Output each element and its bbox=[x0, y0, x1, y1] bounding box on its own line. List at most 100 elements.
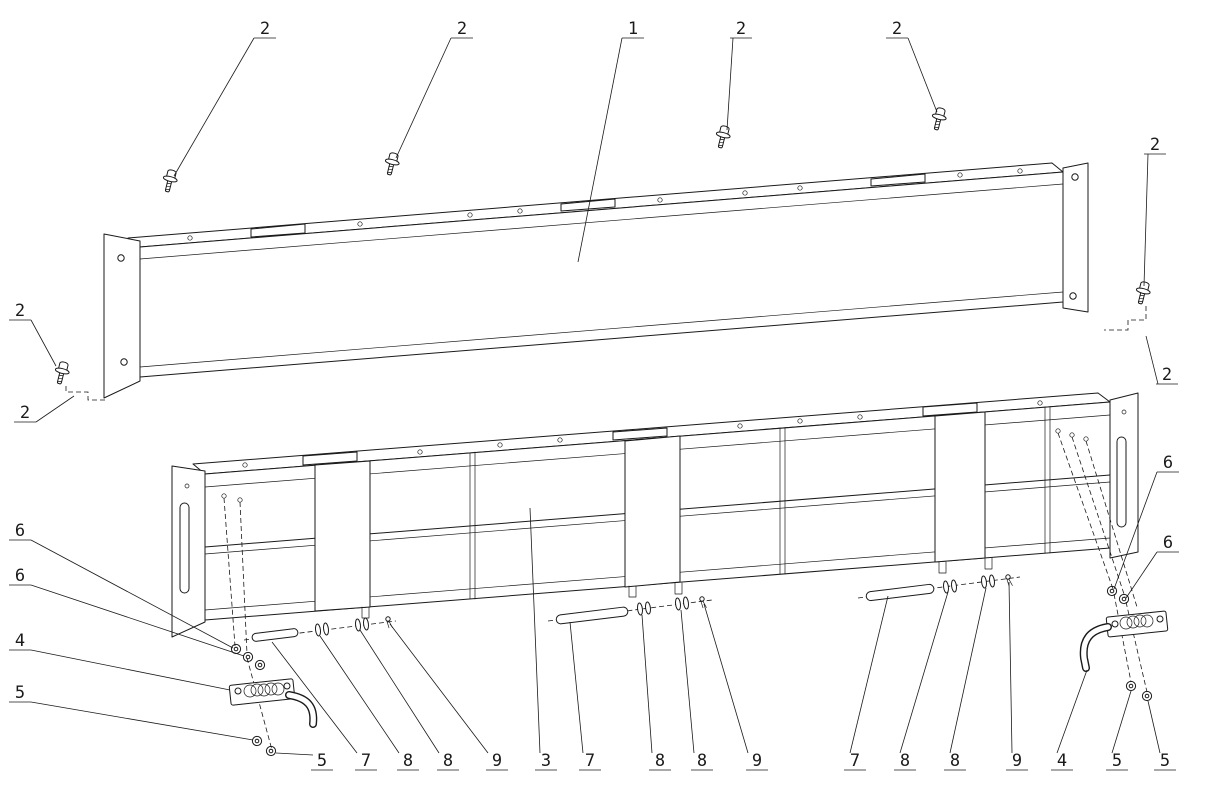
latch-projection-line bbox=[1085, 440, 1138, 608]
leader-line bbox=[849, 595, 889, 754]
callout-label: 7 bbox=[850, 751, 860, 771]
rivet-hole bbox=[1121, 409, 1127, 415]
callout-4-left: 4 bbox=[9, 631, 231, 691]
callout-label: 2 bbox=[1150, 135, 1160, 155]
left-latch-assembly bbox=[223, 497, 318, 757]
bolt-hole bbox=[117, 254, 125, 262]
callout-8-bottom-6: 8 bbox=[944, 587, 987, 771]
hinge-tab bbox=[870, 173, 926, 187]
latch-handle-rod-fill bbox=[286, 692, 316, 727]
spring-coil bbox=[250, 683, 264, 697]
callout-2-right-lower: 2 bbox=[1145, 335, 1178, 385]
bottom-panel-gusset bbox=[934, 411, 986, 563]
callout-label: 3 bbox=[541, 751, 551, 771]
top-panel-hem-line bbox=[139, 291, 1064, 368]
callout-label: 2 bbox=[736, 19, 746, 39]
callout-8-bottom-5: 8 bbox=[894, 591, 949, 771]
callout-label: 1 bbox=[628, 19, 638, 39]
bracket-hole bbox=[283, 682, 291, 690]
callout-label: 9 bbox=[492, 751, 502, 771]
callout-8-bottom-1: 8 bbox=[319, 635, 419, 771]
rivet-hole bbox=[1017, 168, 1023, 174]
callout-8-bottom-2: 8 bbox=[359, 629, 459, 771]
leader-line bbox=[1147, 700, 1161, 754]
rivet-hole bbox=[467, 212, 473, 218]
callout-5-bottom-right-2: 5 bbox=[1147, 700, 1176, 771]
callout-8-bottom-3: 8 bbox=[641, 614, 671, 771]
callout-label: 8 bbox=[697, 751, 707, 771]
hinge-pin bbox=[251, 628, 299, 642]
rivet-hole bbox=[187, 235, 193, 241]
callout-label: 7 bbox=[361, 751, 371, 771]
leader-line bbox=[641, 614, 653, 754]
rivet-hole bbox=[517, 208, 523, 214]
callout-label: 5 bbox=[1112, 751, 1122, 771]
callout-2-top-2: 2 bbox=[395, 19, 473, 159]
callout-1-top-panel: 1 bbox=[577, 19, 644, 263]
rivet-hole bbox=[742, 190, 748, 196]
flange-bolts bbox=[51, 106, 1153, 401]
hinge-pin bbox=[555, 606, 629, 625]
leader-line bbox=[173, 37, 255, 177]
leader-line bbox=[389, 623, 489, 754]
callout-3-bottom-panel: 3 bbox=[529, 507, 557, 771]
rivet-hole bbox=[242, 462, 248, 468]
spring-coil bbox=[243, 684, 257, 698]
callout-label: 6 bbox=[1163, 533, 1173, 553]
callout-8-bottom-4: 8 bbox=[680, 609, 713, 771]
callout-label: 4 bbox=[1057, 751, 1067, 771]
hinge-tab bbox=[302, 451, 358, 466]
leader-line bbox=[1145, 335, 1159, 385]
leader-line bbox=[395, 37, 452, 159]
top-panel-left-bracket bbox=[103, 233, 141, 399]
callout-label: 8 bbox=[900, 751, 910, 771]
callout-7-bottom-3: 7 bbox=[844, 595, 889, 771]
leader-line bbox=[1111, 690, 1132, 754]
spring-coil bbox=[257, 683, 271, 697]
callout-6-left-1: 6 bbox=[9, 521, 234, 649]
right-latch-assembly bbox=[1057, 432, 1169, 702]
latch-projection-line bbox=[1113, 593, 1132, 683]
callout-label: 8 bbox=[655, 751, 665, 771]
leader-line bbox=[726, 37, 734, 131]
pin-set-left bbox=[243, 616, 397, 642]
latch-projection-line bbox=[239, 501, 248, 655]
leader-line bbox=[35, 395, 75, 423]
left-bolt-reference-line bbox=[65, 386, 106, 401]
leader-line bbox=[1056, 669, 1088, 754]
hinge-pin bbox=[865, 583, 935, 602]
callout-9-bottom-2: 9 bbox=[703, 603, 768, 771]
spring-coil bbox=[1140, 614, 1154, 628]
hinge-knuckle bbox=[674, 582, 683, 595]
callout-label: 2 bbox=[1162, 365, 1172, 385]
callout-label: 5 bbox=[317, 751, 327, 771]
latch-handle-rod-fill bbox=[1081, 624, 1111, 671]
rivet-hole bbox=[857, 414, 863, 420]
leader-line bbox=[703, 603, 749, 754]
callout-2-top-4: 2 bbox=[886, 19, 938, 113]
rivet-hole bbox=[184, 483, 190, 489]
callout-label: 9 bbox=[752, 751, 762, 771]
callout-label: 5 bbox=[15, 683, 25, 703]
top-panel bbox=[103, 162, 1089, 399]
hinge-tab bbox=[250, 223, 306, 238]
callout-2-top-1: 2 bbox=[173, 19, 276, 177]
spring-coil bbox=[1119, 616, 1133, 630]
rivet-hole bbox=[797, 185, 803, 191]
callout-5-left: 5 bbox=[9, 683, 254, 741]
callout-label: 6 bbox=[15, 566, 25, 586]
callout-6-right-1: 6 bbox=[1113, 453, 1179, 590]
callout-label: 8 bbox=[443, 751, 453, 771]
leader-line bbox=[577, 37, 623, 263]
leader-line bbox=[1125, 551, 1158, 599]
callout-2-right-upper: 2 bbox=[1143, 135, 1166, 287]
callout-9-bottom-1: 9 bbox=[389, 623, 508, 771]
callout-6-left-2: 6 bbox=[9, 566, 245, 657]
callout-label: 6 bbox=[15, 521, 25, 541]
leader-line bbox=[1143, 153, 1149, 287]
leader-line bbox=[30, 539, 234, 649]
leader-line bbox=[1008, 581, 1013, 754]
leader-line bbox=[949, 587, 987, 754]
